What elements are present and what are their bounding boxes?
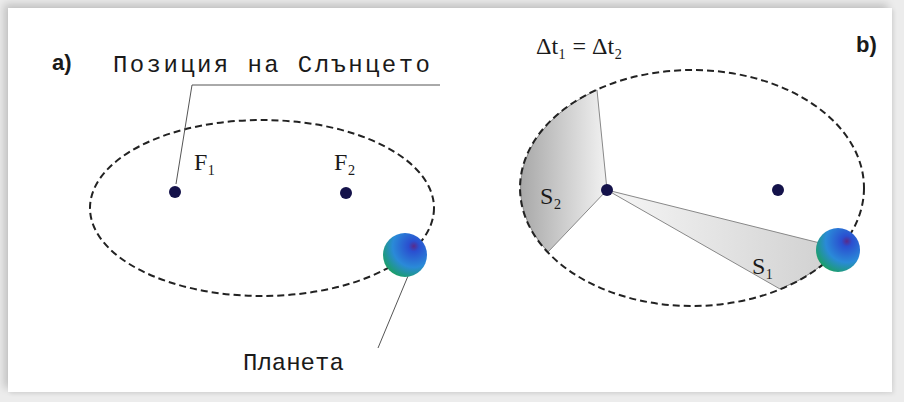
leader-line — [176, 85, 440, 184]
planet — [383, 233, 427, 277]
area-label: S₂ — [540, 184, 562, 208]
area-label: S₁ — [752, 254, 774, 278]
area-sector — [607, 190, 840, 289]
planet — [816, 228, 860, 272]
panel-letter: a) — [52, 52, 72, 74]
panel-letter: b) — [856, 34, 877, 56]
empty-focus — [772, 184, 784, 196]
callout-text: Позиция на Слънцето — [113, 54, 432, 78]
sun-focus — [601, 184, 613, 196]
sun-focus — [169, 186, 181, 198]
leader-line — [378, 276, 408, 348]
orbit-ellipse — [520, 70, 864, 306]
area-sector — [521, 90, 607, 252]
focus-label: F₁ — [194, 150, 216, 174]
callout-text: Планета — [243, 352, 344, 376]
orbit-ellipse — [90, 120, 434, 296]
equation-label: Δt₁ = Δt₂ — [536, 34, 622, 58]
focus-label: F₂ — [334, 150, 356, 174]
empty-focus — [340, 187, 352, 199]
